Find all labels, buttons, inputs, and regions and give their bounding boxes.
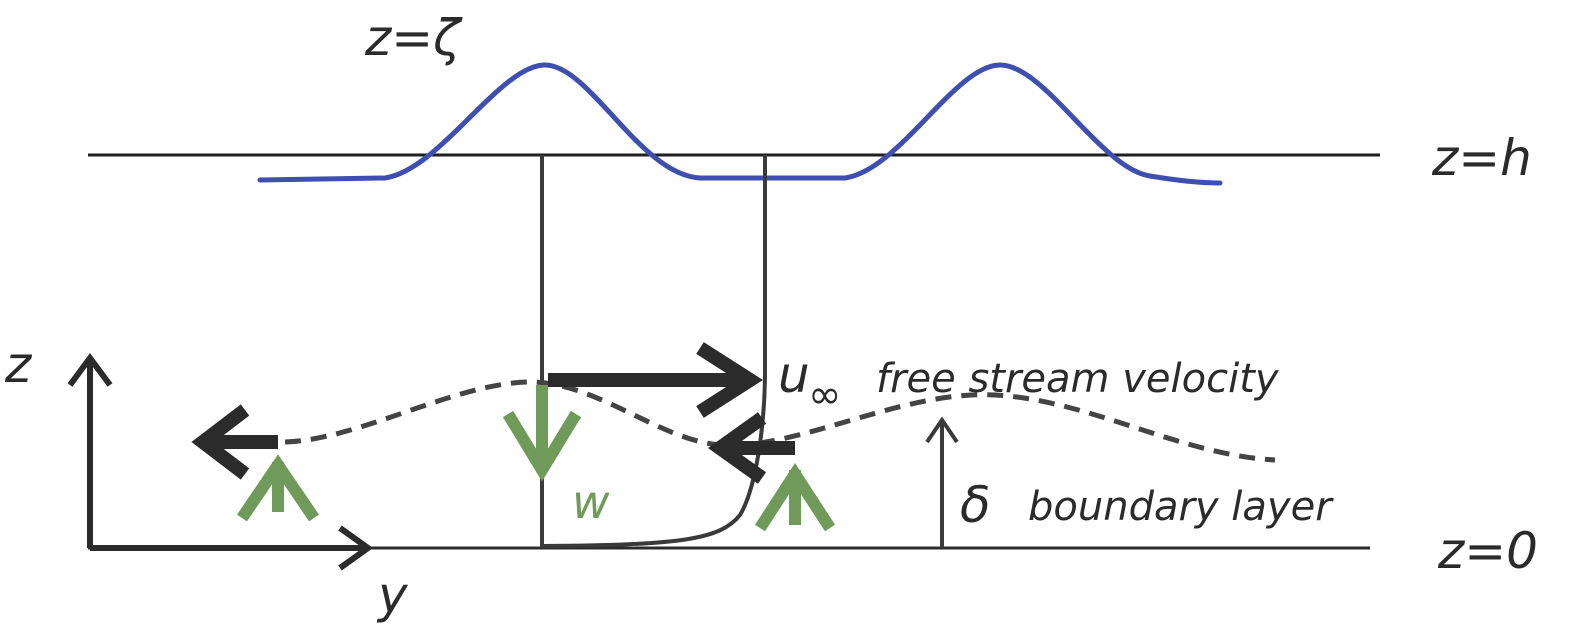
- label-z-0: z=0: [1437, 522, 1538, 580]
- z-axis-arrowhead: [67, 352, 113, 387]
- free-stream-arrow: [548, 342, 763, 418]
- upwelling-arrow-left-head: [237, 454, 319, 522]
- return-flow-arrow-right-head: [707, 412, 767, 484]
- return-flow-arrow-left: [191, 404, 278, 480]
- label-z-axis: z: [4, 336, 33, 394]
- label-z-zeta: z=ζ: [364, 9, 463, 67]
- label-u-infinity: u: [778, 346, 810, 404]
- velocity-profile-curve: [541, 155, 767, 548]
- delta-thickness-arrow: [925, 416, 959, 548]
- label-boundary-layer: boundary layer: [1028, 484, 1334, 530]
- vertical-velocity-arrow-up-right: [754, 462, 836, 532]
- coordinate-axes: [67, 352, 374, 571]
- label-delta: δ: [960, 476, 991, 534]
- upwelling-arrow-right-head: [754, 462, 836, 532]
- y-axis-arrowhead: [338, 525, 374, 571]
- label-free-stream-velocity: free stream velocity: [876, 356, 1280, 402]
- return-flow-arrow-right: [707, 412, 795, 484]
- label-z-h: z=h: [1431, 129, 1532, 187]
- surface-wave: [257, 62, 1223, 186]
- downwelling-arrow-head: [502, 410, 582, 482]
- vertical-velocity-arrow-up-left: [237, 454, 319, 522]
- label-u-infinity-subscript: ∞: [808, 372, 841, 418]
- vertical-velocity-arrow-down: [502, 385, 582, 482]
- delta-arrow-head: [925, 416, 959, 444]
- free-stream-arrow-head: [696, 342, 763, 418]
- label-w: w: [572, 475, 610, 529]
- label-y-axis: y: [376, 566, 409, 624]
- return-flow-arrow-left-head: [191, 404, 250, 480]
